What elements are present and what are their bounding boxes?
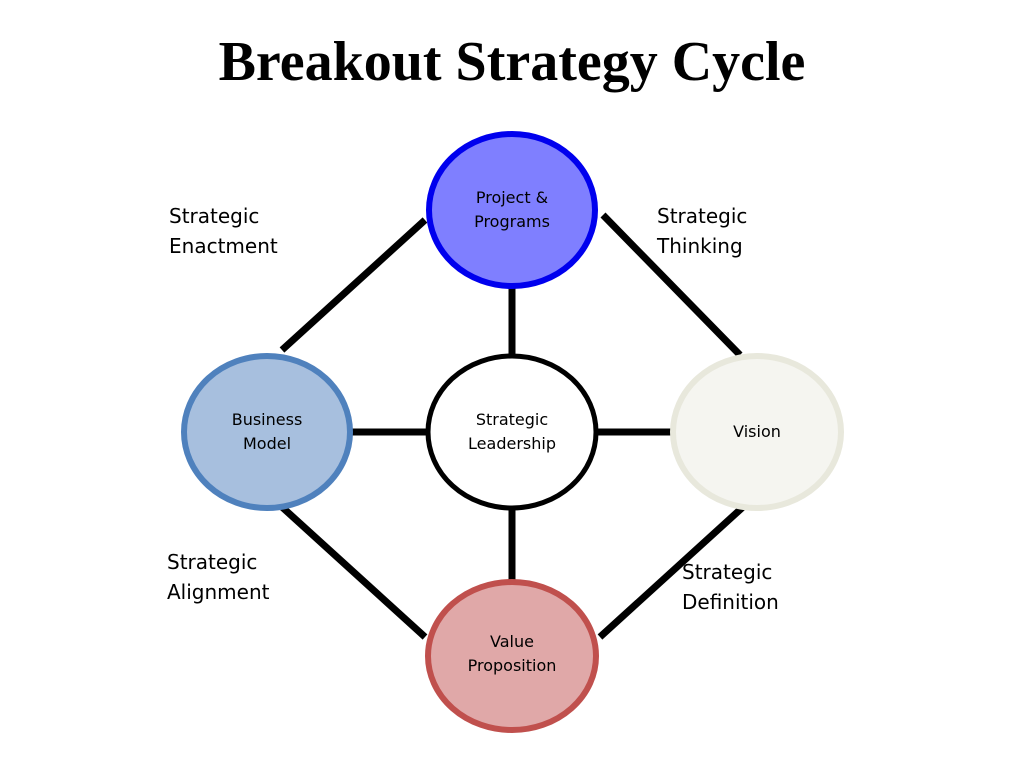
edge-label-line: Strategic [682,560,773,584]
connector-vision-value [597,504,746,640]
node-label-value: Value Proposition [432,624,592,684]
connector-project-vision [600,212,743,358]
page-title: Breakout Strategy Cycle [218,31,806,93]
node-label-project: Project & Programs [432,180,592,240]
node-label-center: Strategic Leadership [432,402,592,462]
node-value-proposition [425,579,599,733]
node-project-programs [426,131,598,289]
node-label-line: Model [242,434,292,453]
node-business-model [181,353,353,511]
edge-label-enactment: Strategic Enactment [169,201,278,261]
node-label-line: Value [490,632,534,651]
node-label-line: Strategic [475,410,549,429]
edge-label-line: Strategic [657,204,748,228]
connector-business-value [279,504,428,640]
node-label-line: Programs [474,212,550,231]
edge-label-line: Strategic [167,550,258,574]
edge-label-line: Enactment [169,234,278,258]
node-strategic-leadership [425,353,599,511]
edge-label-alignment: Strategic Alignment [167,547,269,607]
edge-label-line: Thinking [657,234,743,258]
connector-project-business [279,217,428,353]
node-label-line: Proposition [467,656,557,675]
node-label-line: Project & [475,188,549,207]
node-vision [670,353,844,511]
node-label-vision: Vision [677,402,837,462]
node-label-business: Business Model [187,402,347,462]
node-label-line: Vision [733,422,781,441]
connectors [279,212,746,640]
edge-label-line: Definition [682,590,779,614]
edge-label-line: Strategic [169,204,260,228]
edge-label-definition: Strategic Definition [682,557,779,617]
node-label-line: Business [231,410,303,429]
node-label-line: Leadership [468,434,556,453]
edge-label-thinking: Strategic Thinking [657,201,747,261]
edge-label-line: Alignment [167,580,270,604]
